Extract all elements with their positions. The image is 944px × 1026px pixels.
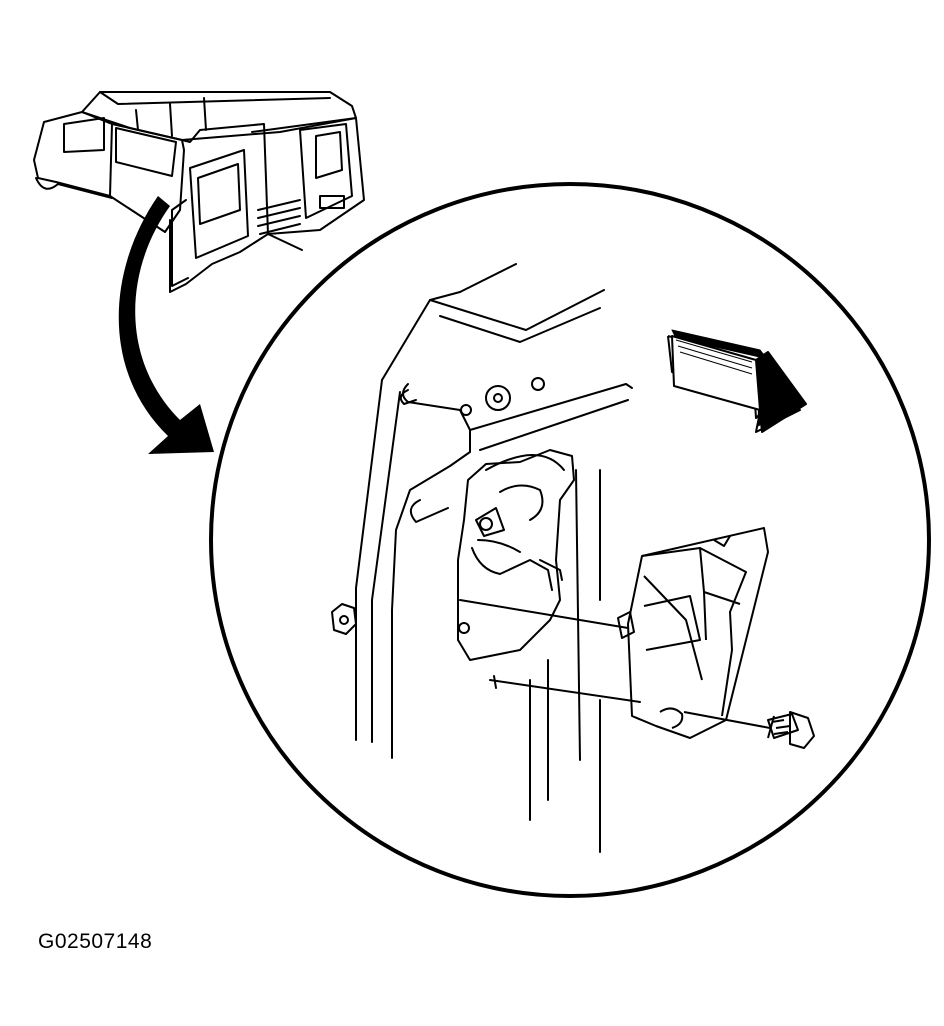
curved-arrow-icon xyxy=(118,196,214,454)
bolt-icon xyxy=(684,712,814,748)
van-body-icon xyxy=(34,92,364,292)
magnified-circle-detail xyxy=(211,184,929,896)
figure-code: G02507148 xyxy=(38,930,153,953)
latch-cover-bracket-icon xyxy=(618,528,768,738)
direction-arrow-icon xyxy=(668,330,806,432)
